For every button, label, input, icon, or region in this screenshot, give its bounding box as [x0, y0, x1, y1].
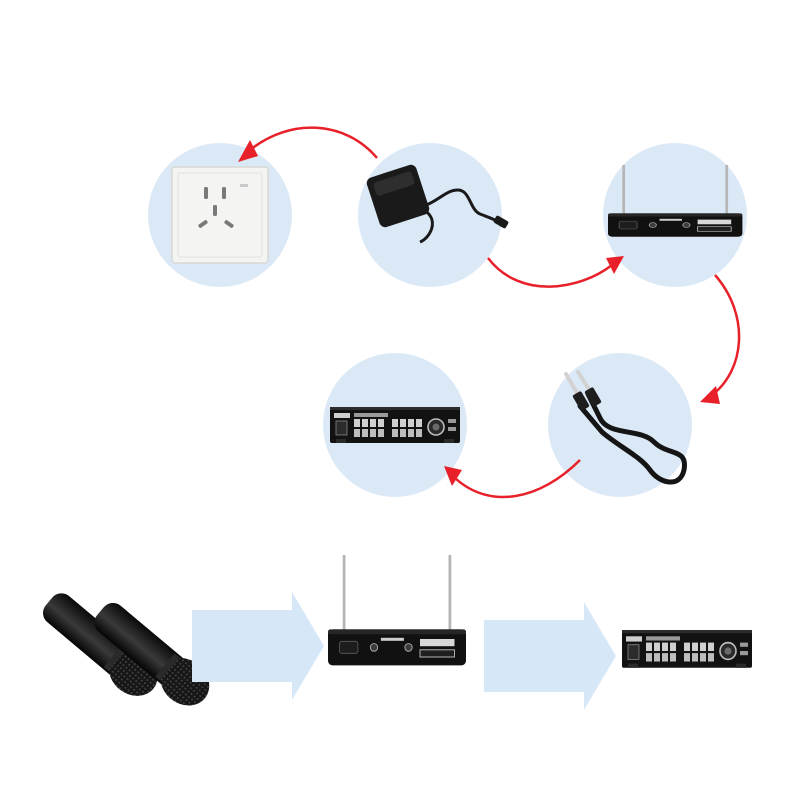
flow-arrow-2 [484, 602, 616, 710]
connector-cable-to-amplifier [444, 459, 581, 499]
node-audio-cable [548, 353, 692, 497]
flow-amplifier [621, 629, 753, 669]
amplifier-icon [329, 406, 461, 444]
node-amplifier [323, 353, 467, 497]
node-wireless-receiver [603, 143, 747, 287]
audio-cable-icon [564, 370, 687, 485]
connector-receiver-to-cable [700, 274, 741, 404]
amplifier-icon [621, 629, 753, 669]
flow-arrow-1 [192, 592, 324, 700]
flow-microphones [43, 593, 210, 706]
power-adapter-icon [366, 164, 509, 244]
wall-socket-icon [171, 166, 269, 264]
handheld-microphones-icon [43, 593, 210, 706]
connector-adapter-to-receiver [487, 256, 624, 288]
node-power-adapter [358, 143, 509, 287]
connector-adapter-to-socket [238, 126, 378, 162]
node-wall-socket [148, 143, 292, 287]
